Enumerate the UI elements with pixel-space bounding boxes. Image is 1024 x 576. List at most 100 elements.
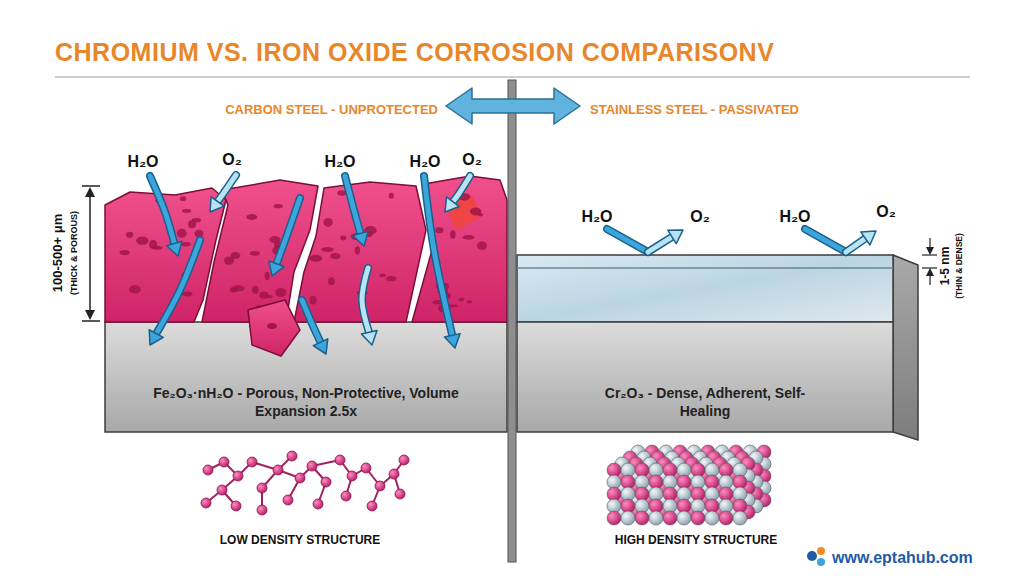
atom: [233, 471, 243, 481]
molecule-label: H₂O: [324, 153, 355, 171]
arrow-head: [313, 339, 328, 354]
arrow-body: [276, 198, 300, 266]
title-rule: [55, 76, 970, 78]
logo-dot: [817, 547, 825, 555]
arrow-body: [302, 300, 321, 344]
arrow-outline: [648, 236, 674, 252]
molecule-label: H₂O: [779, 208, 810, 226]
flow-arrow: [345, 176, 368, 246]
structure-caption: LOW DENSITY STRUCTURE: [220, 534, 380, 548]
atom: [273, 465, 283, 475]
oxide-description: Fe₂O₃·nH₂O - Porous, Non-Protective, Vol…: [141, 385, 471, 420]
arrow-head: [361, 331, 377, 345]
rust-pore: [275, 288, 286, 297]
lattice-atom: [705, 511, 719, 525]
dimension-arrowhead: [85, 187, 95, 197]
atom: [257, 505, 267, 515]
section-heading: CARBON STEEL - UNPROTECTED: [225, 103, 438, 118]
rust-pore: [250, 251, 260, 256]
flow-arrow: [805, 229, 846, 252]
rust-pore: [389, 193, 394, 199]
steel-side: [893, 255, 918, 440]
molecule-label: O₂: [462, 151, 482, 169]
rust-pore: [231, 252, 241, 259]
low-density-molecule: [201, 451, 409, 515]
atom: [219, 457, 229, 467]
atom: [375, 481, 385, 491]
atom: [231, 501, 241, 511]
rust-pore: [340, 235, 346, 240]
rust-pore: [478, 213, 483, 217]
steel-face: [517, 322, 893, 432]
rust-pore: [188, 220, 196, 228]
high-density-lattice: [607, 445, 771, 525]
atom: [399, 455, 409, 465]
dimension-arrowhead: [926, 268, 934, 276]
atom: [201, 498, 211, 508]
watermark: www.eptahub.com: [832, 549, 973, 567]
arrow-body: [216, 175, 236, 203]
rust-pore: [321, 247, 333, 252]
atom: [247, 457, 257, 467]
rust-pore: [467, 300, 473, 303]
rust-pore: [379, 273, 385, 277]
flow-arrow: [607, 229, 648, 252]
arrow-outline: [276, 198, 300, 266]
atom: [347, 471, 357, 481]
dimension-tick: [922, 267, 937, 268]
arrow-outline: [155, 240, 200, 335]
passive-surface: [517, 255, 893, 322]
rust-pore: [136, 237, 148, 245]
rust-pore: [252, 286, 259, 294]
rust-pore: [450, 230, 456, 238]
atom: [367, 501, 377, 511]
arrow-outline: [150, 176, 175, 245]
atom: [203, 465, 213, 475]
dimension-arrowhead: [85, 310, 95, 320]
rust-pore: [129, 285, 141, 293]
lattice-atom: [621, 511, 635, 525]
atom: [321, 477, 331, 487]
steel-block: Fe₂O₃·nH₂O - Porous, Non-Protective, Vol…: [105, 322, 507, 432]
arrow-body: [345, 176, 361, 235]
arrow-body: [648, 236, 674, 252]
rust-pore: [182, 209, 191, 213]
molecule-label: H₂O: [409, 153, 440, 171]
arrow-body: [607, 229, 648, 252]
arrow-outline: [216, 175, 236, 203]
arrow-outline: [607, 229, 648, 252]
rust-pore: [149, 240, 157, 249]
arrow-outline: [362, 268, 370, 334]
dimension-value: 100-500+ μm: [51, 214, 66, 292]
arrow-head: [444, 334, 460, 348]
logo-dot: [817, 558, 825, 566]
arrow-body: [805, 229, 846, 252]
lattice-atom: [691, 511, 705, 525]
lattice-atom: [719, 511, 733, 525]
dimension-tick: [82, 185, 100, 187]
arrow-body: [362, 268, 370, 334]
lattice-atom: [733, 511, 747, 525]
dimension-note: (THIN & DENSE): [955, 233, 965, 299]
flow-arrow: [445, 176, 470, 212]
logo-icon: [807, 547, 825, 566]
arrow-head: [668, 230, 683, 244]
molecule-label: H₂O: [127, 153, 158, 171]
lattice-atom: [677, 511, 691, 525]
atom: [361, 463, 371, 473]
rust-pore: [265, 272, 270, 281]
rust-layer: [105, 176, 507, 356]
section-heading: STAINLESS STEEL - PASSIVATED: [590, 103, 799, 118]
arrow-head: [269, 261, 284, 276]
rust-pore: [266, 295, 273, 298]
arrow-outline: [846, 237, 867, 252]
molecule-label: O₂: [876, 203, 896, 221]
arrow-body: [452, 176, 470, 203]
rust-pore: [386, 276, 396, 281]
diagram-title: CHROMIUM VS. IRON OXIDE CORROSION COMPAR…: [55, 38, 774, 67]
divider-bar: [508, 80, 516, 562]
rust-pore: [463, 235, 475, 240]
rust-pore: [180, 196, 187, 201]
arrow-body: [846, 237, 867, 252]
